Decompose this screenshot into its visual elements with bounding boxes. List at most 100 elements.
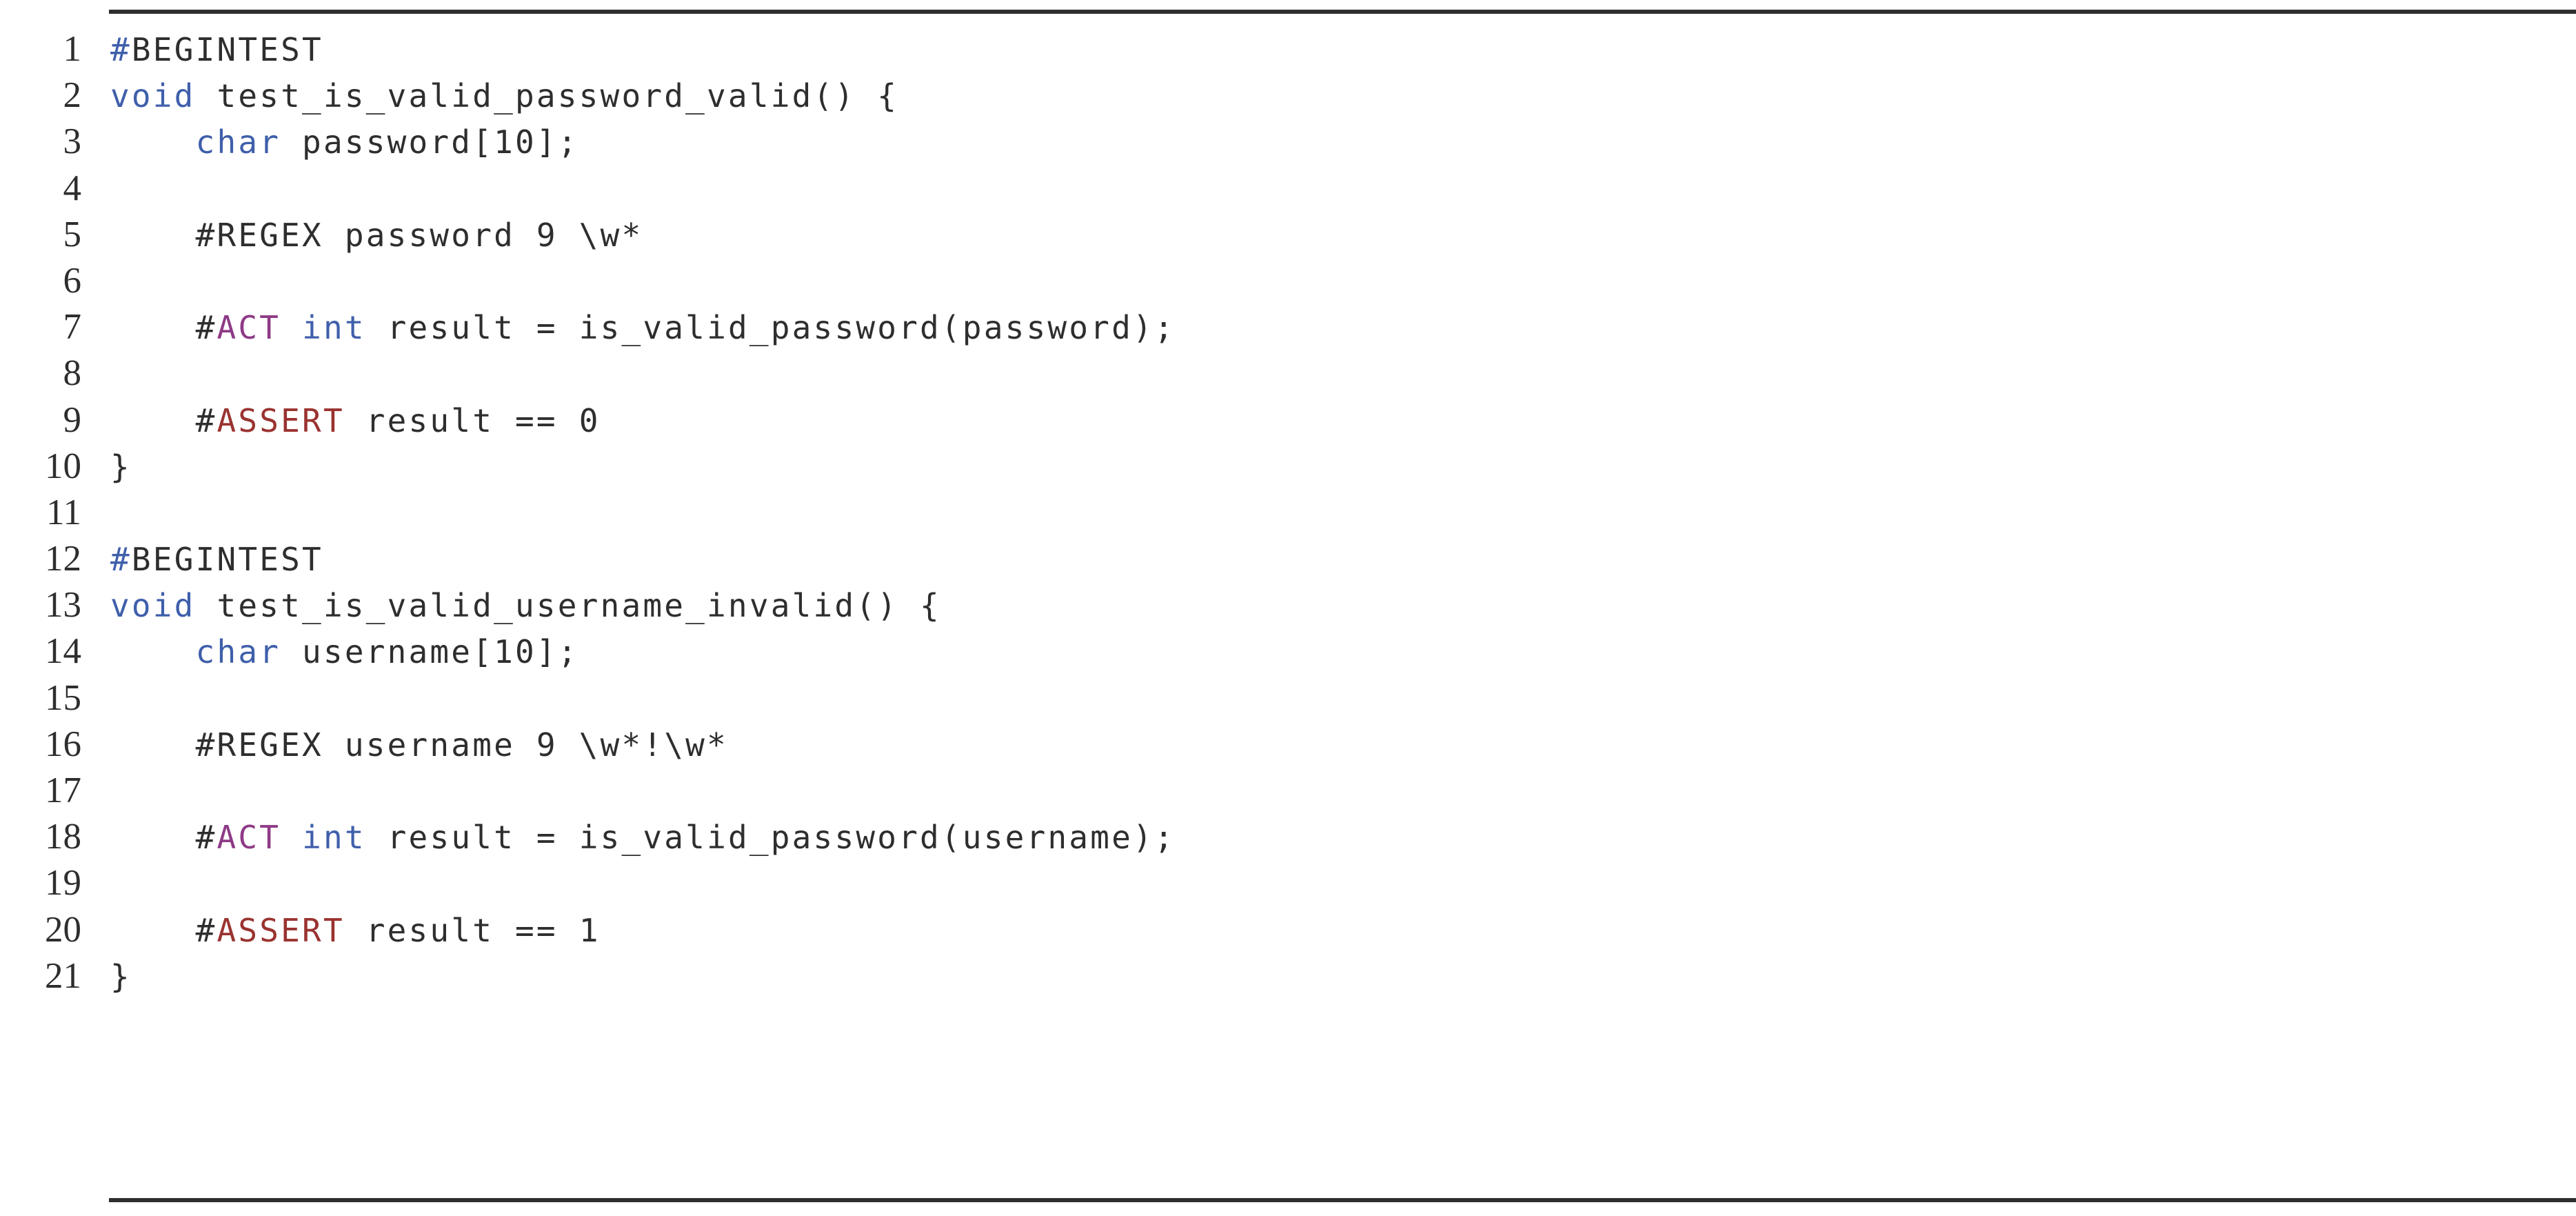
code-line: 14 char username[10]; [0,628,2576,675]
code-text: #ASSERT result == 1 [81,908,2576,954]
code-token-plain [281,819,302,856]
code-token-plain [110,309,196,346]
code-token-kw: int [302,309,366,347]
code-token-plain: test_is_valid_password_valid() { [195,77,899,115]
code-line: 7 #ACT int result = is_valid_password(pa… [0,304,2576,350]
code-line: 11 [0,490,2576,536]
code-line: 6 [0,258,2576,304]
line-number: 19 [45,863,81,904]
code-text: #ACT int result = is_valid_password(pass… [81,305,2576,351]
code-text: #ACT int result = is_valid_password(user… [81,815,2576,861]
line-number: 14 [45,631,81,672]
code-text [81,166,2576,212]
code-token-plain: result = is_valid_password(password); [365,309,1176,347]
code-token-assert: ASSERT [217,401,345,439]
code-token-hash: # [195,401,217,439]
code-token-kw: char [195,123,281,161]
code-token-plain: result == 1 [344,911,601,949]
line-number: 12 [45,539,81,579]
code-line: 1#BEGINTEST [0,26,2576,72]
code-line: 18 #ACT int result = is_valid_password(u… [0,814,2576,860]
line-number: 5 [63,214,82,255]
listing-top-rule [109,10,2576,14]
code-text: char password[10]; [81,119,2576,166]
code-text [81,768,2576,815]
code-text: char username[10]; [81,629,2576,675]
code-token-plain: #REGEX username 9 \w*!\w* [110,726,728,764]
code-text [81,861,2576,907]
code-token-plain [110,633,196,670]
code-token-plain: username[10]; [281,633,579,671]
code-token-plain [281,309,302,346]
code-token-plain: } [110,448,132,486]
code-text: } [81,444,2576,490]
line-number: 18 [45,817,81,857]
line-number: 7 [63,307,82,348]
code-token-plain: #REGEX password 9 \w* [110,216,643,254]
code-token-plain [110,123,196,161]
code-text: } [81,954,2576,1000]
code-token-plain: BEGINTEST [131,31,323,68]
code-text: #ASSERT result == 0 [81,398,2576,444]
code-token-act: ACT [217,819,281,857]
code-text [81,490,2576,537]
code-text [81,351,2576,397]
code-token-hash: # [195,819,217,857]
code-token-hash: # [195,911,217,949]
code-token-plain: result == 0 [344,401,601,439]
code-token-plain: test_is_valid_username_invalid() { [195,587,941,625]
code-token-kw: void [110,77,196,115]
code-token-kw: # [110,541,132,579]
code-text: #REGEX password 9 \w* [81,212,2576,259]
code-token-kw: # [110,31,132,68]
code-line: 20 #ASSERT result == 1 [0,907,2576,953]
line-number: 1 [63,29,82,69]
code-line: 16 #REGEX username 9 \w*!\w* [0,721,2576,768]
code-line: 21} [0,953,2576,999]
line-number: 11 [46,492,81,532]
code-token-assert: ASSERT [217,911,345,949]
code-line: 15 [0,675,2576,721]
code-token-plain: BEGINTEST [131,541,323,579]
code-token-hash: # [195,309,217,347]
code-line: 12#BEGINTEST [0,536,2576,582]
code-text: #BEGINTEST [81,537,2576,583]
line-number: 4 [63,168,82,208]
code-line: 17 [0,768,2576,814]
line-number: 3 [63,121,82,162]
code-line: 9 #ASSERT result == 0 [0,397,2576,443]
code-token-plain: } [110,957,132,995]
line-number: 16 [45,724,81,764]
code-token-act: ACT [217,309,281,347]
line-number: 8 [63,353,82,394]
code-text: void test_is_valid_password_valid() { [81,73,2576,119]
code-token-plain: result = is_valid_password(username); [365,819,1176,857]
code-token-plain [110,402,196,439]
line-number: 17 [45,770,81,810]
code-text: void test_is_valid_username_invalid() { [81,583,2576,629]
listing-bottom-rule [109,1198,2576,1202]
code-token-plain [110,912,196,949]
line-number: 10 [45,446,81,486]
code-text: #REGEX username 9 \w*!\w* [81,722,2576,768]
code-line: 4 [0,166,2576,212]
code-line: 8 [0,350,2576,397]
line-number: 21 [45,955,81,996]
line-number: 2 [63,75,82,116]
code-token-plain: password[10]; [281,123,579,161]
code-token-kw: char [195,633,281,671]
line-number: 20 [45,909,81,950]
code-token-kw: int [302,819,366,857]
code-text [81,259,2576,305]
code-text [81,676,2576,722]
code-line: 10} [0,443,2576,490]
code-token-plain [110,819,196,856]
code-line: 3 char password[10]; [0,119,2576,165]
line-number: 9 [63,399,82,440]
code-text: #BEGINTEST [81,27,2576,73]
code-line: 19 [0,860,2576,906]
line-number: 15 [45,677,81,718]
